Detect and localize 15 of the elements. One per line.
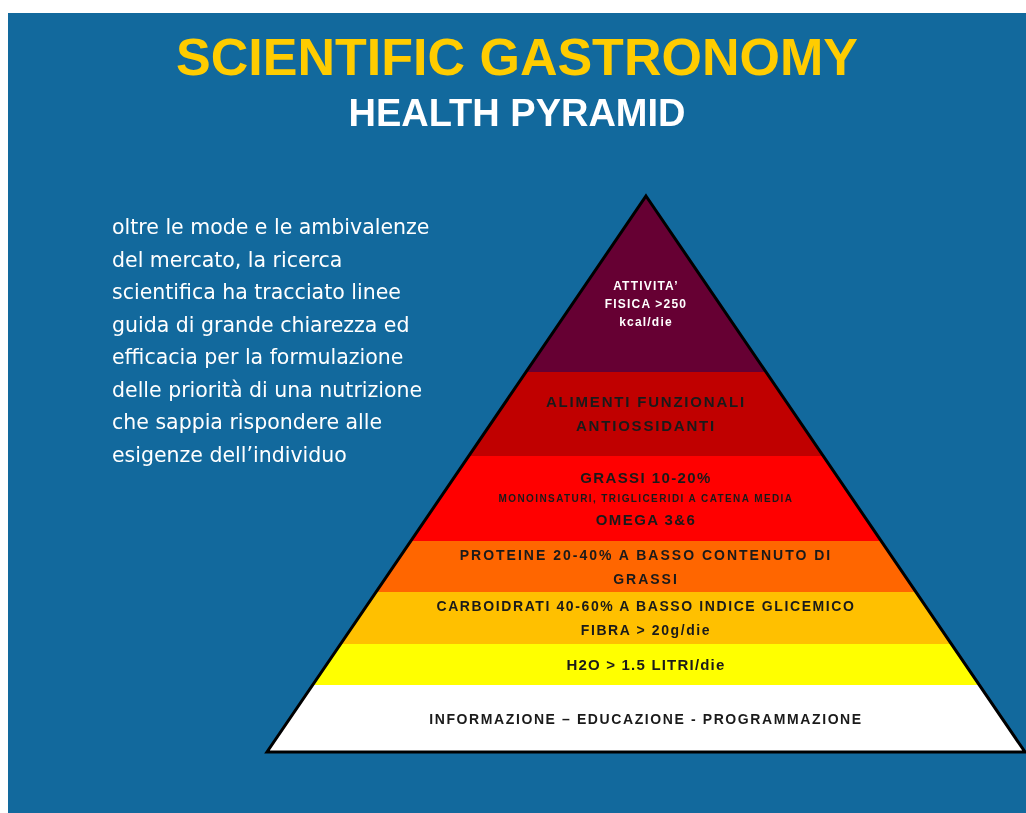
tier-label: INFORMAZIONE – EDUCAZIONE - PROGRAMMAZIONE: [429, 709, 863, 729]
tier-label: ANTIOSSIDANTI: [575, 416, 717, 436]
tier-label: PROTEINE 20-40% A BASSO CONTENUTO DI GRASSI: [458, 545, 834, 589]
tier-label: MONOINSATURI, TRIGLICERIDI A CATENA MEDIA: [498, 491, 794, 506]
tier-label: ATTIVITA’ FISICA >250 kcal/die: [603, 278, 689, 331]
tier-label: FIBRA > 20g/die: [580, 621, 712, 640]
tier-label: GRASSI 10-20%: [580, 467, 712, 488]
description-paragraph: oltre le mode e le ambivalenze del mercato, la ricerca scientifica ha tracciato linee guida di grande chiarezza ed efficacia per la formulazione delle priorità di una nutrizione che sappia rispondere alle esigenze dell’individuo: [112, 214, 431, 469]
subtitle: HEALTH PYRAMID: [347, 91, 687, 135]
title: SCIENTIFIC GASTRONOMY: [175, 27, 859, 87]
tier-label: H2O > 1.5 LITRI/die: [566, 654, 726, 675]
tier-label: CARBOIDRATI 40-60% A BASSO INDICE GLICEMICO: [436, 597, 856, 616]
tier-label: OMEGA 3&6: [595, 509, 697, 530]
tier-label: ALIMENTI FUNZIONALI: [546, 392, 746, 412]
pyramid-tier: [267, 685, 1025, 752]
